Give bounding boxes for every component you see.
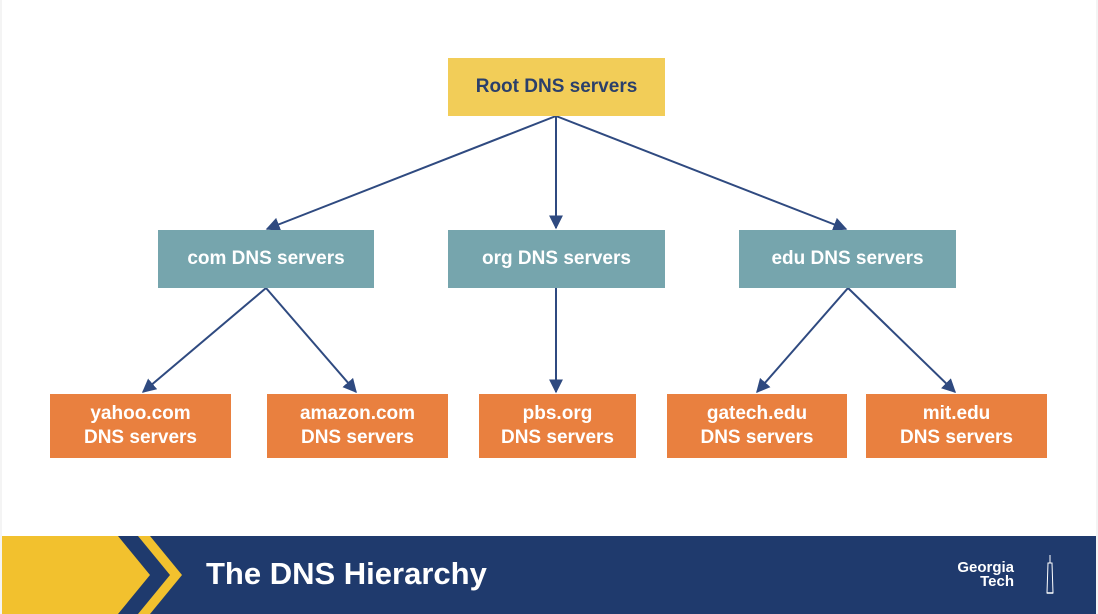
node-label-line1: gatech.edu xyxy=(706,403,808,424)
org-dns-servers-node: org DNS servers xyxy=(448,230,665,288)
node-label-line2: DNS servers xyxy=(700,427,814,448)
node-label: org DNS servers xyxy=(482,248,631,269)
node-label: Root DNS servers xyxy=(475,76,638,97)
georgia-tech-logo: Georgia Tech xyxy=(957,555,1060,596)
title-banner: The DNS Hierarchy Georgia Tech xyxy=(2,536,1096,614)
amazon-dns-servers-node: amazon.com DNS servers xyxy=(267,394,448,458)
arrow-root-to-edu xyxy=(555,115,848,231)
arrow-edu-to-mit xyxy=(847,287,957,393)
node-label-line1: mit.edu xyxy=(922,403,991,424)
tower-icon xyxy=(1046,555,1054,594)
edu-dns-servers-node: edu DNS servers xyxy=(739,230,956,288)
chevron-decoration xyxy=(2,536,182,614)
pbs-dns-servers-node: pbs.org DNS servers xyxy=(479,394,636,458)
node-label: com DNS servers xyxy=(187,248,345,269)
node-label-line2: DNS servers xyxy=(500,427,615,448)
arrow-root-to-com xyxy=(265,115,557,231)
node-label-line2: DNS servers xyxy=(83,427,198,448)
node-label: edu DNS servers xyxy=(771,248,924,269)
root-dns-servers-node: Root DNS servers xyxy=(448,58,665,116)
node-label-line1: pbs.org xyxy=(522,403,593,424)
arrow-edu-to-gatech xyxy=(756,287,849,394)
node-label-line1: yahoo.com xyxy=(90,403,191,424)
logo-text-line2: Tech xyxy=(980,573,1014,590)
navy-chevron-stripe xyxy=(118,536,170,614)
logo-text-line1: Georgia xyxy=(957,559,1014,576)
com-dns-servers-node: com DNS servers xyxy=(158,230,374,288)
slide-title: The DNS Hierarchy xyxy=(206,556,487,591)
mit-dns-servers-node: mit.edu DNS servers xyxy=(866,394,1047,458)
node-label-line2: DNS servers xyxy=(899,427,1014,448)
arrow-com-to-yahoo xyxy=(141,287,267,393)
gatech-dns-servers-node: gatech.edu DNS servers xyxy=(667,394,847,458)
node-label-line1: amazon.com xyxy=(299,403,416,424)
arrow-com-to-amazon xyxy=(265,287,357,394)
node-label-line2: DNS servers xyxy=(300,427,415,448)
yahoo-dns-servers-node: yahoo.com DNS servers xyxy=(50,394,231,458)
